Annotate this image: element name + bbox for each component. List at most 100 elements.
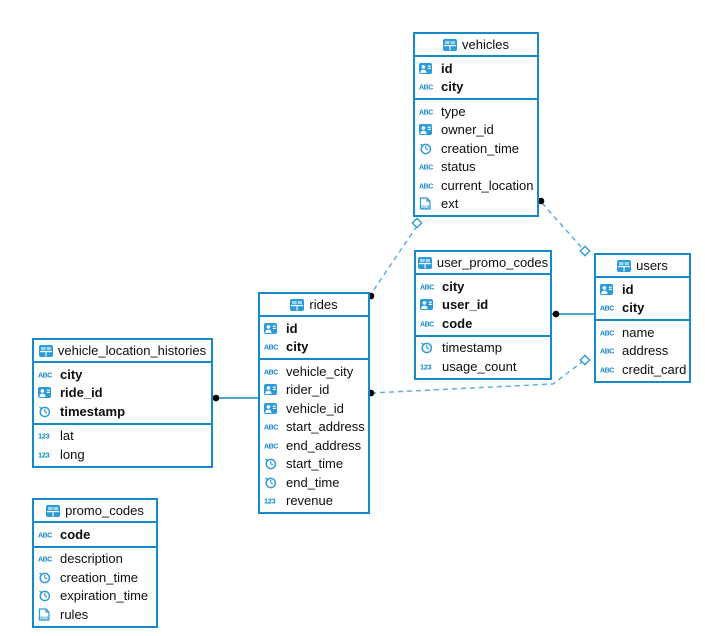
entity-table-vehicle_location_histories[interactable]: vehicle_location_histories ABC city ride… bbox=[32, 338, 213, 468]
column-name: end_address bbox=[286, 437, 362, 453]
column-row[interactable]: 123 lat bbox=[34, 427, 211, 446]
abc-icon: ABC bbox=[419, 162, 437, 172]
entity-header[interactable]: vehicle_location_histories bbox=[34, 340, 211, 363]
column-row[interactable]: ABC code bbox=[34, 525, 156, 544]
entity-table-users[interactable]: users id ABC city ABC name ABC address A… bbox=[594, 253, 691, 383]
column-row[interactable]: 123 usage_count bbox=[416, 357, 550, 376]
uuid-icon bbox=[264, 322, 282, 334]
svg-text:ABC: ABC bbox=[38, 557, 52, 564]
table-icon bbox=[443, 38, 458, 51]
column-row[interactable]: creation_time bbox=[415, 139, 537, 158]
entity-header[interactable]: promo_codes bbox=[34, 500, 156, 523]
column-row[interactable]: ABC code bbox=[416, 314, 550, 333]
column-row[interactable]: user_id bbox=[416, 296, 550, 315]
column-row[interactable]: 123 long bbox=[34, 445, 211, 464]
column-row[interactable]: timestamp bbox=[416, 339, 550, 358]
column-row[interactable]: creation_time bbox=[34, 568, 156, 587]
abc-icon: ABC bbox=[264, 342, 282, 352]
relationship-line-vehicles-to-users[interactable] bbox=[541, 202, 584, 250]
column-row[interactable]: ABC city bbox=[415, 78, 537, 97]
column-row[interactable]: vehicle_id bbox=[260, 399, 368, 418]
column-name: name bbox=[622, 324, 655, 340]
abc-icon: ABC bbox=[419, 181, 437, 190]
column-name: start_address bbox=[286, 419, 365, 435]
column-name: creation_time bbox=[441, 140, 520, 156]
svg-text:ABC: ABC bbox=[264, 345, 278, 352]
column-name: long bbox=[60, 446, 85, 462]
column-row[interactable]: ABC address bbox=[596, 342, 689, 361]
column-row[interactable]: ABC city bbox=[34, 365, 211, 384]
column-name: user_id bbox=[442, 297, 489, 313]
column-row[interactable]: JSON rules bbox=[34, 605, 156, 624]
svg-text:123: 123 bbox=[420, 362, 432, 371]
column-row[interactable]: JSON ext bbox=[415, 195, 537, 214]
column-row[interactable]: ABC end_address bbox=[260, 436, 368, 455]
abc-icon: ABC bbox=[264, 422, 282, 432]
column-row[interactable]: rider_id bbox=[260, 381, 368, 400]
clock-icon bbox=[264, 457, 282, 470]
column-row[interactable]: start_time bbox=[260, 455, 368, 474]
column-row[interactable]: ABC credit_card bbox=[596, 360, 689, 379]
entity-header[interactable]: vehicles bbox=[415, 34, 537, 57]
svg-text:ABC: ABC bbox=[264, 425, 278, 432]
svg-text:ABC: ABC bbox=[419, 85, 433, 92]
clock-icon bbox=[420, 341, 438, 354]
column-row[interactable]: id bbox=[596, 280, 689, 299]
entity-header[interactable]: user_promo_codes bbox=[416, 252, 550, 275]
clock-icon bbox=[419, 142, 437, 155]
column-row[interactable]: ABC city bbox=[416, 277, 550, 296]
columns-section: ABC name ABC address ABC credit_card bbox=[596, 321, 689, 381]
relationship-endpoint-diamond bbox=[411, 217, 423, 229]
abc-icon: ABC bbox=[38, 530, 56, 539]
table-icon bbox=[617, 259, 632, 272]
column-row[interactable]: 123 revenue bbox=[260, 492, 368, 511]
column-row[interactable]: ABC description bbox=[34, 550, 156, 569]
entity-table-user_promo_codes[interactable]: user_promo_codes ABC city user_id ABC co… bbox=[414, 250, 552, 380]
column-name: status bbox=[441, 159, 476, 175]
column-name: credit_card bbox=[622, 361, 687, 377]
column-row[interactable]: ABC city bbox=[596, 299, 689, 318]
primary-key-section: id ABC city bbox=[596, 278, 689, 321]
column-row[interactable]: ABC vehicle_city bbox=[260, 362, 368, 381]
column-row[interactable]: ABC status bbox=[415, 158, 537, 177]
relationship-line-rides-to-vehicles[interactable] bbox=[370, 225, 418, 295]
column-row[interactable]: ABC current_location bbox=[415, 176, 537, 195]
columns-section: ABC description creation_time expiration… bbox=[34, 548, 156, 626]
column-row[interactable]: ABC city bbox=[260, 338, 368, 357]
entity-table-vehicles[interactable]: vehicles id ABC city ABC type owner_id c… bbox=[413, 32, 539, 217]
entity-table-promo_codes[interactable]: promo_codes ABC code ABC description cre… bbox=[32, 498, 158, 628]
column-row[interactable]: owner_id bbox=[415, 121, 537, 140]
column-name: current_location bbox=[441, 177, 534, 193]
column-name: city bbox=[622, 300, 645, 316]
column-row[interactable]: expiration_time bbox=[34, 587, 156, 606]
column-name: id bbox=[441, 60, 453, 76]
entity-header[interactable]: users bbox=[596, 255, 689, 278]
column-row[interactable]: ABC type bbox=[415, 102, 537, 121]
column-name: lat bbox=[60, 428, 74, 444]
primary-key-section: ABC code bbox=[34, 523, 156, 548]
column-name: timestamp bbox=[60, 403, 126, 419]
column-row[interactable]: id bbox=[415, 59, 537, 78]
svg-text:ABC: ABC bbox=[600, 330, 614, 337]
column-row[interactable]: timestamp bbox=[34, 402, 211, 421]
relationship-line-rides-to-users[interactable] bbox=[370, 361, 583, 394]
column-row[interactable]: ride_id bbox=[34, 384, 211, 403]
num-icon: 123 bbox=[38, 431, 56, 441]
uuid-icon bbox=[420, 299, 438, 311]
column-row[interactable]: ABC name bbox=[596, 323, 689, 342]
entity-table-rides[interactable]: rides id ABC city ABC vehicle_city rider… bbox=[258, 292, 370, 514]
entity-title: user_promo_codes bbox=[436, 255, 549, 270]
column-name: city bbox=[442, 278, 465, 294]
abc-icon: ABC bbox=[600, 346, 618, 356]
svg-text:123: 123 bbox=[38, 432, 50, 441]
column-row[interactable]: ABC start_address bbox=[260, 418, 368, 437]
num-icon: 123 bbox=[264, 496, 282, 506]
column-row[interactable]: end_time bbox=[260, 473, 368, 492]
column-row[interactable]: id bbox=[260, 319, 368, 338]
abc-icon: ABC bbox=[600, 328, 618, 337]
entity-header[interactable]: rides bbox=[260, 294, 368, 317]
uuid-icon bbox=[419, 62, 437, 74]
column-name: rules bbox=[60, 606, 89, 622]
svg-text:ABC: ABC bbox=[419, 183, 433, 190]
